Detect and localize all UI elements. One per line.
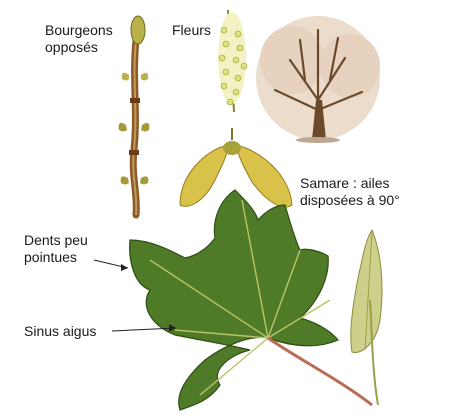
label-fleurs: Fleurs [172,22,211,39]
label-sinus: Sinus aigus [24,323,96,340]
label-bourgeons-line2: opposés [45,39,98,56]
label-bourgeons-line1: Bourgeons [45,22,113,39]
young-leaf-illustration [351,230,382,405]
flower-cluster-illustration [218,10,247,112]
label-samare-line1: Samare : ailes [300,175,389,192]
label-samare-line2: disposées à 90° [300,192,400,209]
label-dents-line1: Dents peu [24,232,88,249]
maple-leaf-illustration [130,190,372,410]
label-dents-line2: pointues [24,249,77,266]
tree-illustration [256,16,380,143]
twig-illustration [119,16,150,215]
